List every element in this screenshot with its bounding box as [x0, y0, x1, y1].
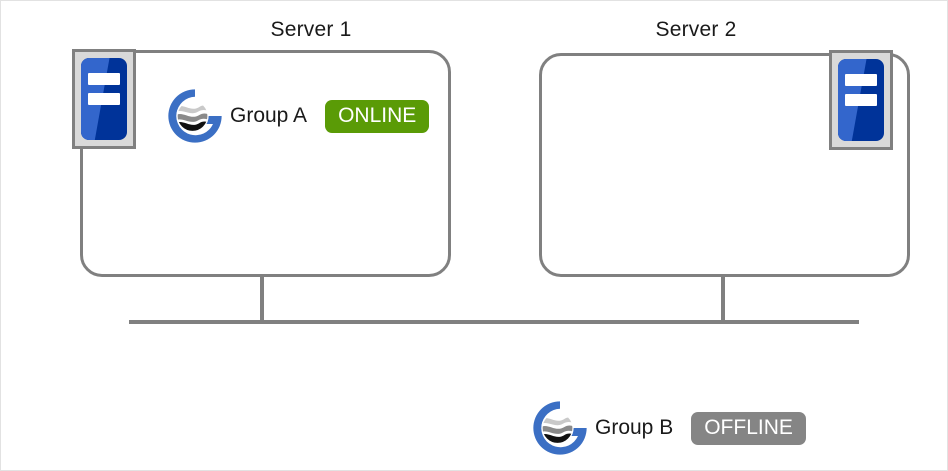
server-icon-chassis	[81, 58, 127, 140]
group-a-status-badge[interactable]: ONLINE	[325, 99, 430, 133]
server-icon-slot-bottom	[845, 94, 877, 106]
server-appliance-icon	[72, 49, 136, 149]
group-globe-g-icon	[533, 401, 587, 455]
server-icon-slot-top	[845, 74, 877, 86]
group-a-label: Group A	[230, 104, 308, 127]
server-1-box[interactable]	[80, 50, 451, 277]
group-globe-g-icon	[168, 89, 222, 143]
server-2-drop-line	[721, 275, 725, 323]
server-icon-slot-top	[88, 73, 120, 85]
group-a-row[interactable]: Group A ONLINE	[164, 85, 430, 147]
server-1-title: Server 1	[270, 18, 352, 41]
group-b-row[interactable]: Group B OFFLINE	[529, 397, 806, 459]
server-2-title: Server 2	[655, 18, 737, 41]
server-appliance-icon	[829, 50, 893, 150]
server-1-drop-line	[260, 275, 264, 323]
server-icon-slot-bottom	[88, 93, 120, 105]
group-b-status-badge[interactable]: OFFLINE	[691, 411, 806, 445]
server-icon-chassis	[838, 59, 884, 141]
network-bus-line	[129, 320, 859, 324]
group-b-label: Group B	[595, 416, 674, 439]
